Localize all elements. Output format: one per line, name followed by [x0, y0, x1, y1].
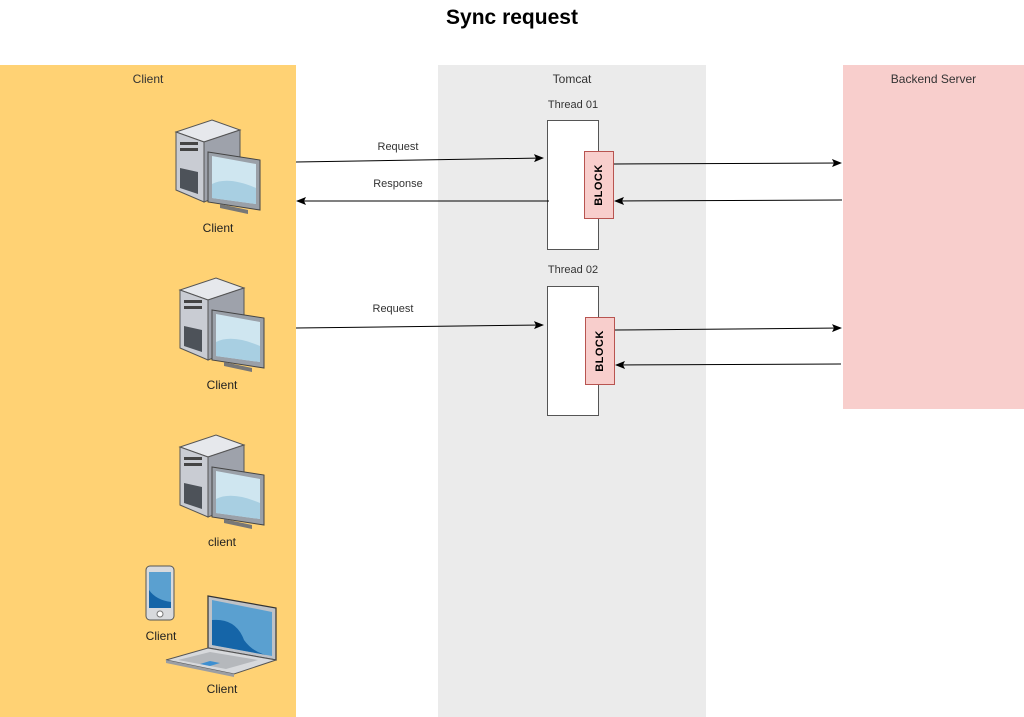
edge-backend-to-block1: [614, 196, 843, 205]
edge-request-1: [295, 154, 544, 163]
thread-02-label: Thread 02: [547, 264, 599, 276]
desktop-pc-icon: [178, 434, 265, 529]
edge-block1-to-backend: [613, 159, 842, 168]
client-label-4: Client: [145, 629, 177, 643]
thread-01-block: BLOCK: [584, 151, 614, 219]
edge-backend-to-block2: [615, 360, 842, 369]
desktop-pc-icon: [174, 119, 261, 214]
client-label-1: Client: [202, 221, 234, 235]
edge-label-request-2: Request: [372, 303, 414, 315]
edge-label-response: Response: [373, 178, 423, 190]
client-label-3: client: [207, 535, 236, 549]
thread-01-label: Thread 01: [547, 99, 599, 111]
client-lane-label: Client: [132, 72, 164, 86]
diagram-title: Sync request: [446, 6, 578, 29]
desktop-pc-icon: [178, 277, 265, 372]
backend-server-lane: Backend Server: [843, 65, 1024, 409]
thread-02-block: BLOCK: [585, 317, 615, 385]
edge-request-2: [295, 321, 544, 330]
client-label-2: Client: [206, 378, 238, 392]
mobile-phone-icon: [145, 565, 175, 621]
client-label-5: Client: [206, 682, 238, 696]
backend-server-lane-label: Backend Server: [890, 72, 977, 86]
tomcat-lane-label: Tomcat: [552, 72, 592, 86]
laptop-icon: [165, 595, 277, 677]
edge-label-request-1: Request: [377, 141, 419, 153]
edge-block2-to-backend: [614, 324, 842, 333]
